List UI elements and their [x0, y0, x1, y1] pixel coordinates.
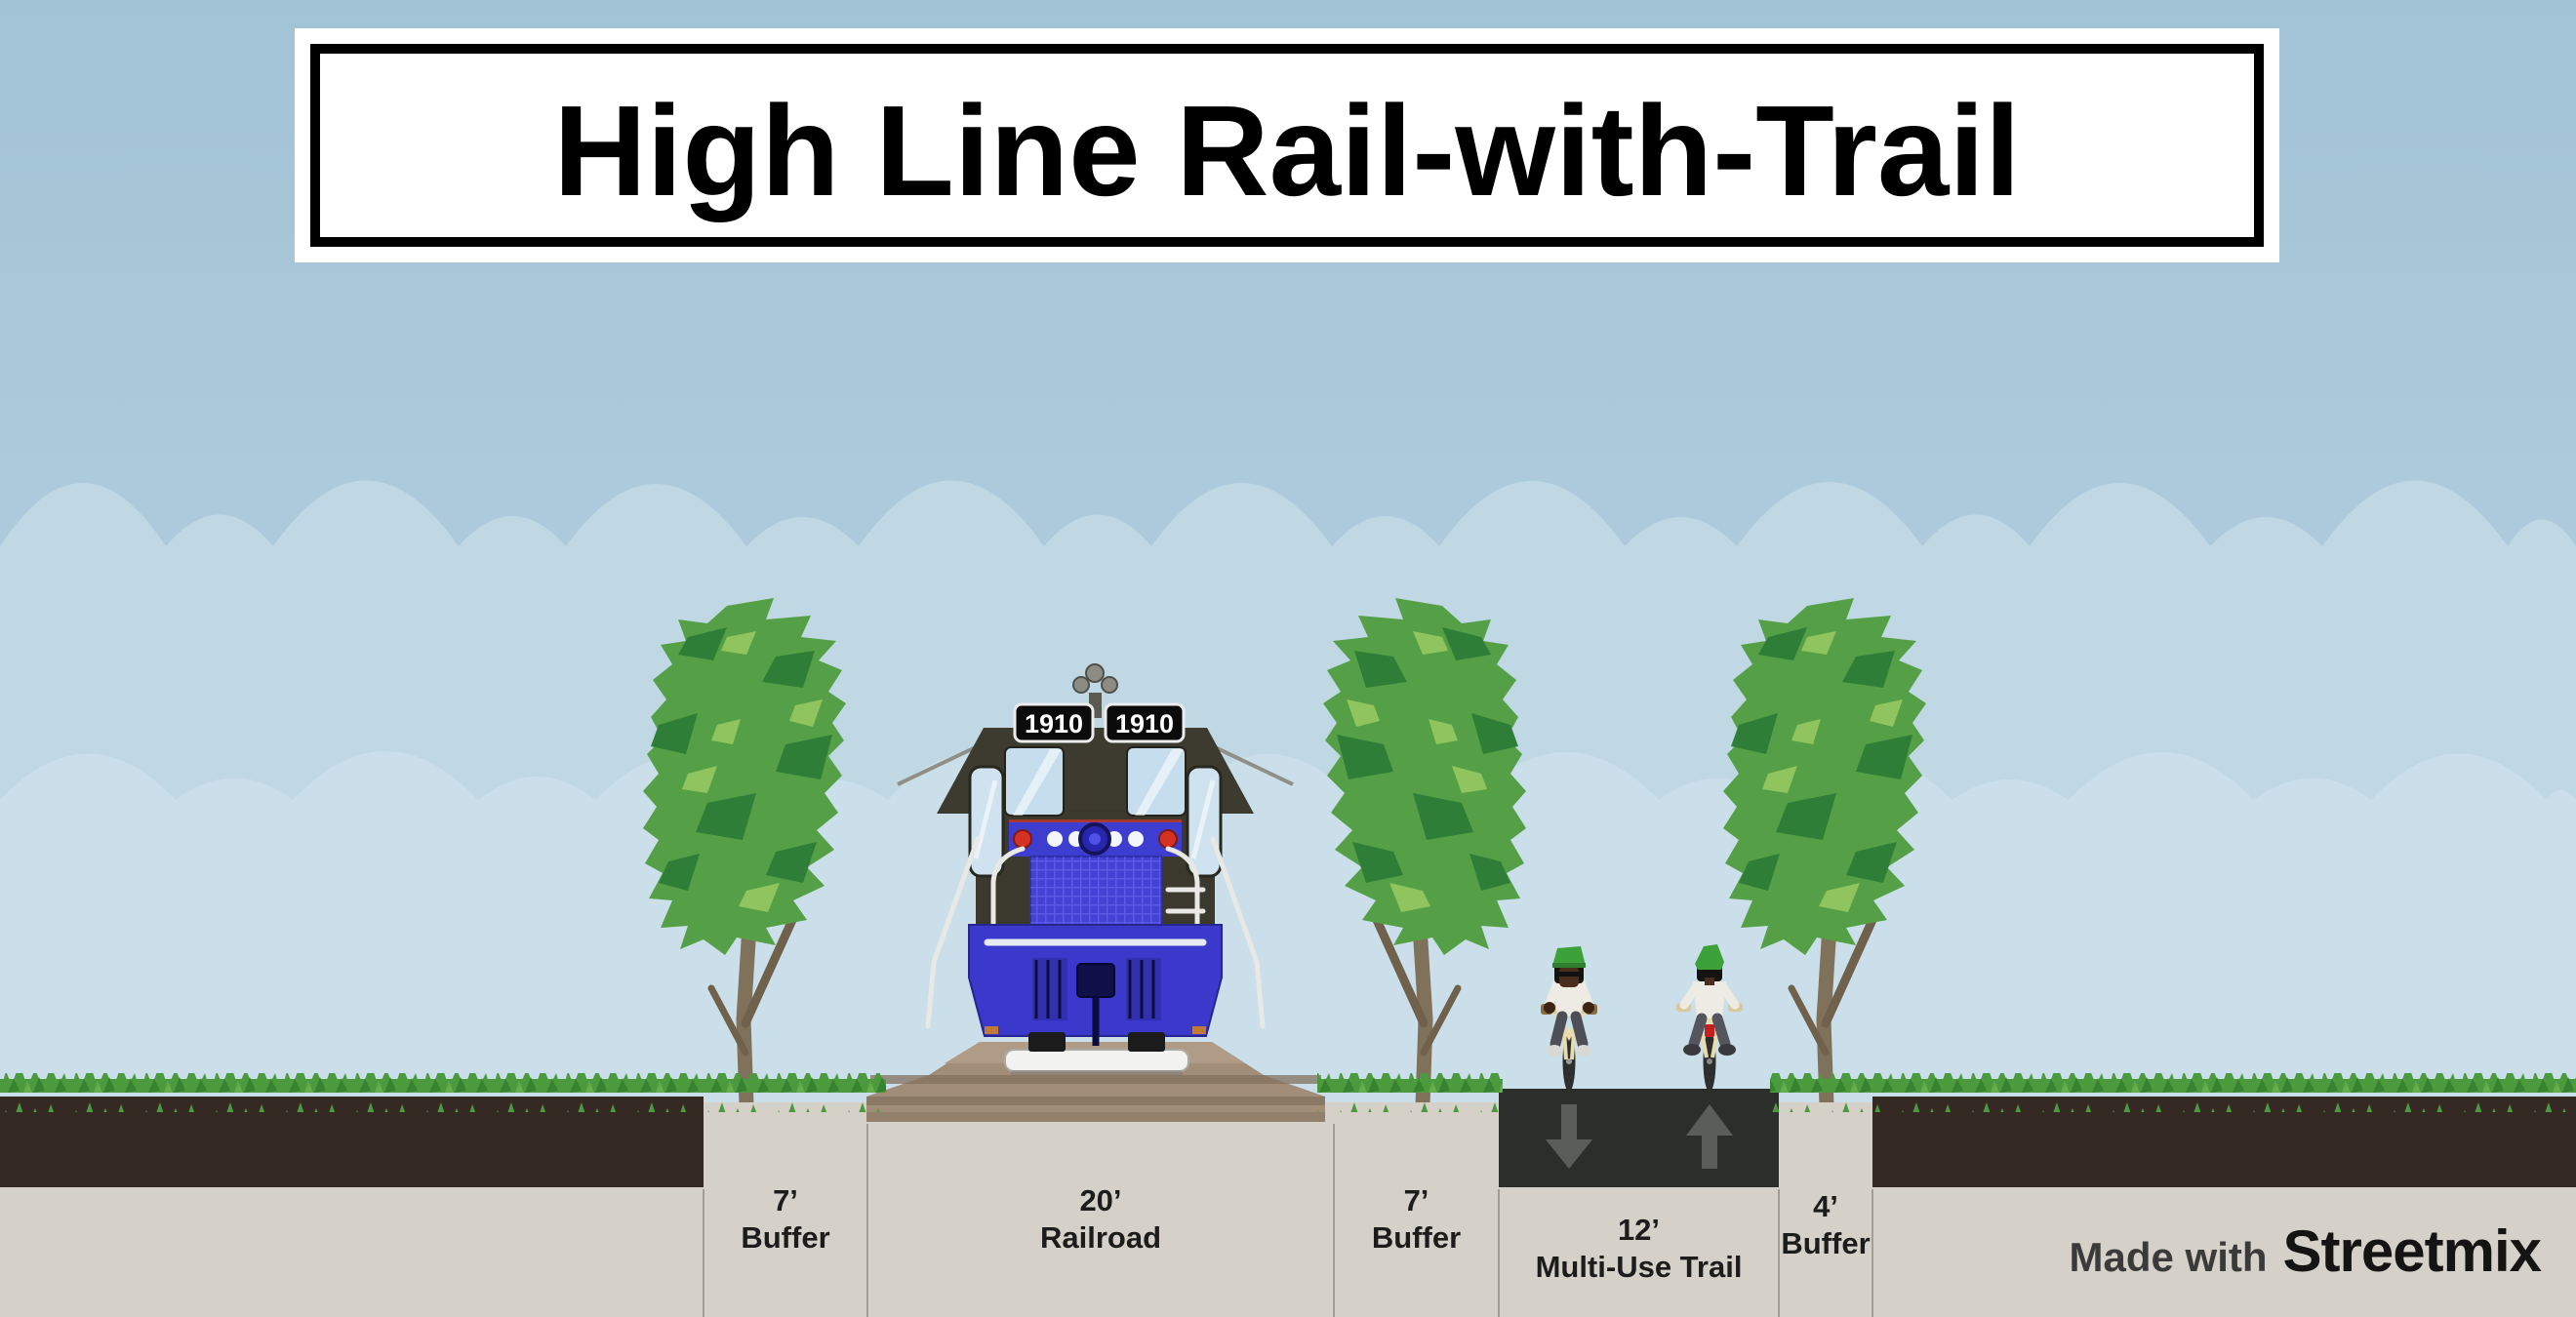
grab-rail: [897, 743, 1294, 786]
segment-label-railroad: 20’ Railroad: [867, 1182, 1334, 1257]
segment-name: Multi-Use Trail: [1535, 1250, 1743, 1284]
grass-strip: [1317, 1073, 1503, 1112]
grass-strip: [0, 1073, 886, 1112]
helmet-icon: [1695, 944, 1724, 970]
svg-text:1910: 1910: [1115, 709, 1174, 738]
number-board: 1910: [1104, 702, 1186, 743]
wheel: [1128, 1032, 1165, 1052]
shirt: [1553, 979, 1585, 1017]
shirt: [1693, 981, 1726, 1018]
rail: [1004, 1049, 1189, 1075]
segment-label-buffer-mid: 7’ Buffer: [1334, 1182, 1499, 1257]
segment-label-buffer-right: 4’ Buffer: [1779, 1188, 1872, 1262]
svg-text:1910: 1910: [1025, 709, 1083, 738]
nose-grille: [1029, 856, 1162, 928]
windshield: [1004, 746, 1187, 817]
asphalt-trail: [1499, 1089, 1779, 1187]
helmet-icon: [1552, 946, 1586, 966]
segment-width: 7’: [773, 1183, 798, 1217]
tail-light: [1705, 1024, 1714, 1037]
wheel: [1028, 1032, 1066, 1052]
segment-name: Railroad: [1039, 1220, 1162, 1255]
number-board: 1910: [1013, 702, 1095, 743]
streetmix-wordmark: Streetmix: [2282, 1218, 2542, 1284]
headlight-band: [1009, 819, 1182, 857]
marker-light-red: [1013, 829, 1032, 849]
grass-strip: [1770, 1073, 2576, 1112]
segment-label-buffer-left: 7’ Buffer: [704, 1182, 867, 1257]
cyclist-front: [1541, 946, 1597, 1092]
coupler: [1076, 963, 1115, 998]
lane-arrow-up-icon: [1686, 1104, 1733, 1169]
segment-width: 12’: [1617, 1213, 1661, 1247]
page-title: High Line Rail-with-Trail: [553, 78, 2021, 222]
cyclist-back: [1676, 944, 1743, 1092]
title-banner-border: [310, 44, 2264, 247]
segment-separators: [703, 1124, 1873, 1317]
side-mirror: [968, 765, 1223, 878]
marker-light-red: [1158, 829, 1178, 849]
handrail: [925, 836, 1266, 1029]
lane-arrow-down-icon: [1546, 1104, 1592, 1169]
segment-width: 20’: [1079, 1183, 1122, 1217]
locomotive: 1910 1910: [897, 663, 1294, 1052]
credit-prefix: Made with: [2069, 1234, 2268, 1280]
pants: [1550, 1011, 1589, 1050]
segment-label-multi-use-trail: 12’ Multi-Use Trail: [1499, 1212, 1779, 1286]
segment-name: Buffer: [1371, 1220, 1462, 1255]
title-banner: High Line Rail-with-Trail: [295, 28, 2279, 262]
segment-name: Buffer: [1781, 1226, 1871, 1260]
segment-name: Buffer: [741, 1220, 830, 1255]
segment-width: 4’: [1813, 1189, 1838, 1223]
segment-width: 7’: [1403, 1183, 1429, 1217]
credit: Made with Streetmix: [2069, 1217, 2542, 1285]
sunglasses-icon: [1559, 972, 1579, 977]
pilot: [968, 924, 1223, 1046]
pants: [1688, 1013, 1731, 1050]
